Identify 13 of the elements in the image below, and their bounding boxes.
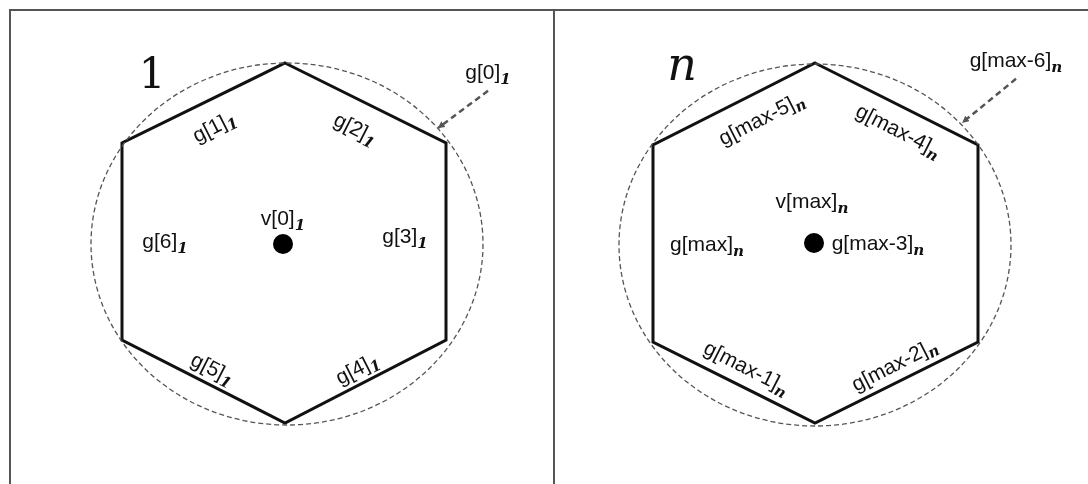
panel-heading: n [667,41,697,87]
edge-label-text: g[6]$_{1}$ [142,230,188,256]
panel [9,9,555,484]
edge-label-text: v[0]$_{1}$ [260,207,306,233]
leader-label: g[max-6]$_{n}$ [969,49,1063,75]
panel-heading: 1 [138,53,166,95]
edge-label-text: v[max]$_{n}$ [775,190,849,216]
leader-arrow [437,89,489,129]
edge-label-text: g[3]$_{1}$ [382,225,428,251]
edge-label-text: g[max]$_{n}$ [670,233,744,259]
leader-arrow [961,77,1017,124]
edge-label-text: g[max-3]$_{n}$ [831,232,925,258]
leader-label: g[0]$_{1}$ [465,61,511,87]
